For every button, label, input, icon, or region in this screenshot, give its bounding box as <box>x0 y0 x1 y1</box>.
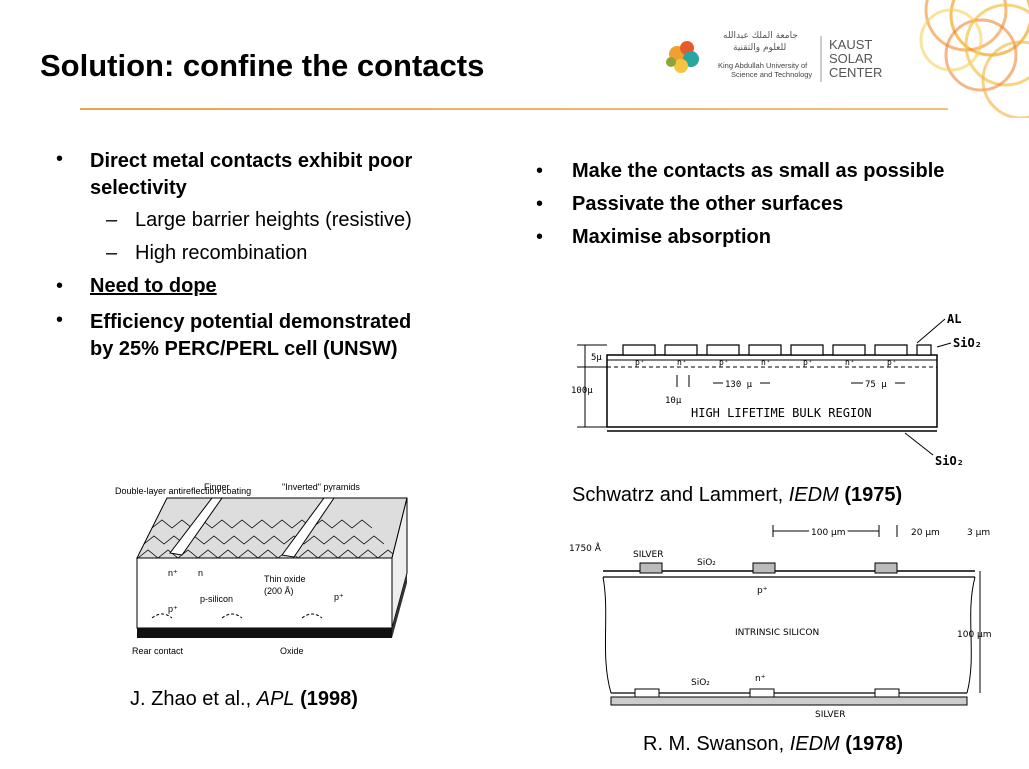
dim-100um: 100 μm <box>811 528 846 538</box>
bullet-dot: • <box>536 226 544 248</box>
caption-zhao: J. Zhao et al., APL (1998) <box>130 688 358 711</box>
dim-130u: 130 μ <box>725 380 753 390</box>
top-silver-contacts <box>639 562 898 574</box>
caption-journal: IEDM <box>788 484 839 506</box>
rear-metal <box>137 628 392 638</box>
sio2-bottom-label: SiO₂ <box>935 454 964 468</box>
kaust-emblem-icon <box>666 41 699 73</box>
bullet-text-line: Efficiency potential demonstrated <box>90 311 412 333</box>
kaust-logo: جامعة الملك عبدالله للعلوم والتقنية King… <box>666 31 882 82</box>
figure-swanson: 100 μm 100 μm 20 μm 3 μm 1750 Å SILVER S… <box>569 525 992 720</box>
logo-center: CENTER <box>829 65 882 80</box>
bullet-text-line: by 25% PERC/PERL cell (UNSW) <box>90 338 398 360</box>
n-plus-label: n⁺ <box>677 358 687 367</box>
al-label: AL <box>947 312 961 326</box>
label-pyramids: "Inverted" pyramids <box>282 482 360 492</box>
caption-journal: APL <box>256 688 295 710</box>
n-plus-label: n⁺ <box>755 674 766 684</box>
dim-10u: 10μ <box>665 396 682 406</box>
caption-journal: IEDM <box>789 733 840 755</box>
finger-1 <box>169 497 223 556</box>
label-oxide: Oxide <box>280 646 304 656</box>
bullet-dot: • <box>56 275 64 297</box>
logo-english-1: King Abdullah University of <box>718 61 808 70</box>
bullet-absorption: Maximise absorption <box>572 226 771 248</box>
logo-solar: SOLAR <box>829 51 873 66</box>
title-underline <box>80 108 948 110</box>
logo-arabic-2: للعلوم والتقنية <box>733 43 786 53</box>
bullet-dot: • <box>56 148 64 170</box>
slide-title: Solution: confine the contacts <box>40 48 485 83</box>
dim-3um: 3 μm <box>967 528 990 538</box>
caption-year: (1975) <box>844 484 903 506</box>
bullet-dot: • <box>536 193 544 215</box>
dim-20um: 20 μm <box>911 528 940 538</box>
p-plus-label: p⁺ <box>719 358 729 367</box>
label-n-plus: n⁺ <box>168 568 178 578</box>
sub-bullet-barrier: Large barrier heights (resistive) <box>135 209 412 231</box>
bullet-passivate: Passivate the other surfaces <box>572 193 844 215</box>
dim-5u: 5μ <box>591 353 602 363</box>
bullet-dot: • <box>56 309 64 331</box>
bottom-silver <box>610 696 968 706</box>
logo-arabic-1: جامعة الملك عبدالله <box>723 31 798 41</box>
p-plus-label: p⁺ <box>803 358 813 367</box>
sub-dash: – <box>106 242 118 264</box>
caption-authors: Schwatrz and Lammert, <box>572 484 789 506</box>
sio2-top-label: SiO₂ <box>697 558 716 568</box>
silver-bottom-label: SILVER <box>815 710 846 720</box>
label-finger: Finger <box>204 482 230 492</box>
dim-100u: 100μ <box>571 386 593 396</box>
dim-1750a: 1750 Å <box>569 542 602 554</box>
bulk-region-label: HIGH LIFETIME BULK REGION <box>691 406 872 420</box>
p-plus-label: p⁺ <box>757 586 768 596</box>
bottom-contacts <box>634 688 900 698</box>
dim-100um-thickness: 100 μm <box>957 630 992 640</box>
p-plus-label: p⁺ <box>887 358 897 367</box>
dim-75u: 75 μ <box>865 380 887 390</box>
label-arc: Double-layer antireflection coating <box>115 486 251 496</box>
caption-authors: J. Zhao et al., <box>130 688 257 710</box>
label-p-plus: p⁺ <box>334 592 344 602</box>
bullet-dot: • <box>536 160 544 182</box>
label-thin-oxide: Thin oxide <box>264 574 306 584</box>
sub-bullet-recombination: High recombination <box>135 242 308 264</box>
p-plus-label: p⁺ <box>635 358 645 367</box>
logo-english-2: Science and Technology <box>731 70 812 79</box>
bullet-efficiency: Efficiency potential demonstrated by 25%… <box>90 309 510 363</box>
bullet-need-to-dope: Need to dope <box>90 275 217 297</box>
caption-swanson: R. M. Swanson, IEDM (1978) <box>643 733 903 756</box>
figure-zhao-perl-cell: Double-layer antireflection coating Fing… <box>115 482 408 656</box>
label-n: n <box>198 568 203 578</box>
sub-dash: – <box>106 209 118 231</box>
sio2-bottom-label: SiO₂ <box>691 678 710 688</box>
caption-authors: R. M. Swanson, <box>643 733 790 755</box>
figure-schwartz-lammert: p⁺ n⁺ p⁺ n⁺ p⁺ n⁺ p⁺ AL SiO₂ SiO₂ 5μ 100… <box>571 312 982 468</box>
silver-top-label: SILVER <box>633 550 664 560</box>
bullet-small-contacts: Make the contacts as small as possible <box>572 160 945 182</box>
label-rear-contact: Rear contact <box>132 646 184 656</box>
intrinsic-silicon-label: INTRINSIC SILICON <box>735 628 819 638</box>
n-plus-label: n⁺ <box>845 358 855 367</box>
top-contact-fingers <box>622 344 932 356</box>
bullet-text-line: selectivity <box>90 177 187 199</box>
sio2-top-label: SiO₂ <box>953 336 982 350</box>
svg-text:100 μm: 100 μm <box>811 528 846 538</box>
bullet-direct-contacts: Direct metal contacts exhibit poor selec… <box>90 148 510 202</box>
caption-schwartz: Schwatrz and Lammert, IEDM (1975) <box>572 484 902 507</box>
label-200a: (200 Å) <box>264 586 294 596</box>
finger-2 <box>281 497 335 558</box>
label-p-plus-rear: p⁺ <box>168 604 178 614</box>
n-plus-label: n⁺ <box>761 358 771 367</box>
caption-year: (1998) <box>300 688 358 710</box>
junction-labels: p⁺ n⁺ p⁺ n⁺ p⁺ n⁺ p⁺ <box>635 358 897 367</box>
label-psilicon: p-silicon <box>200 594 233 604</box>
bullet-text-line: Direct metal contacts exhibit poor <box>90 150 413 172</box>
logo-kaust: KAUST <box>829 37 872 52</box>
decorative-sun-pattern-icon <box>919 0 1029 118</box>
caption-year: (1978) <box>845 733 904 755</box>
